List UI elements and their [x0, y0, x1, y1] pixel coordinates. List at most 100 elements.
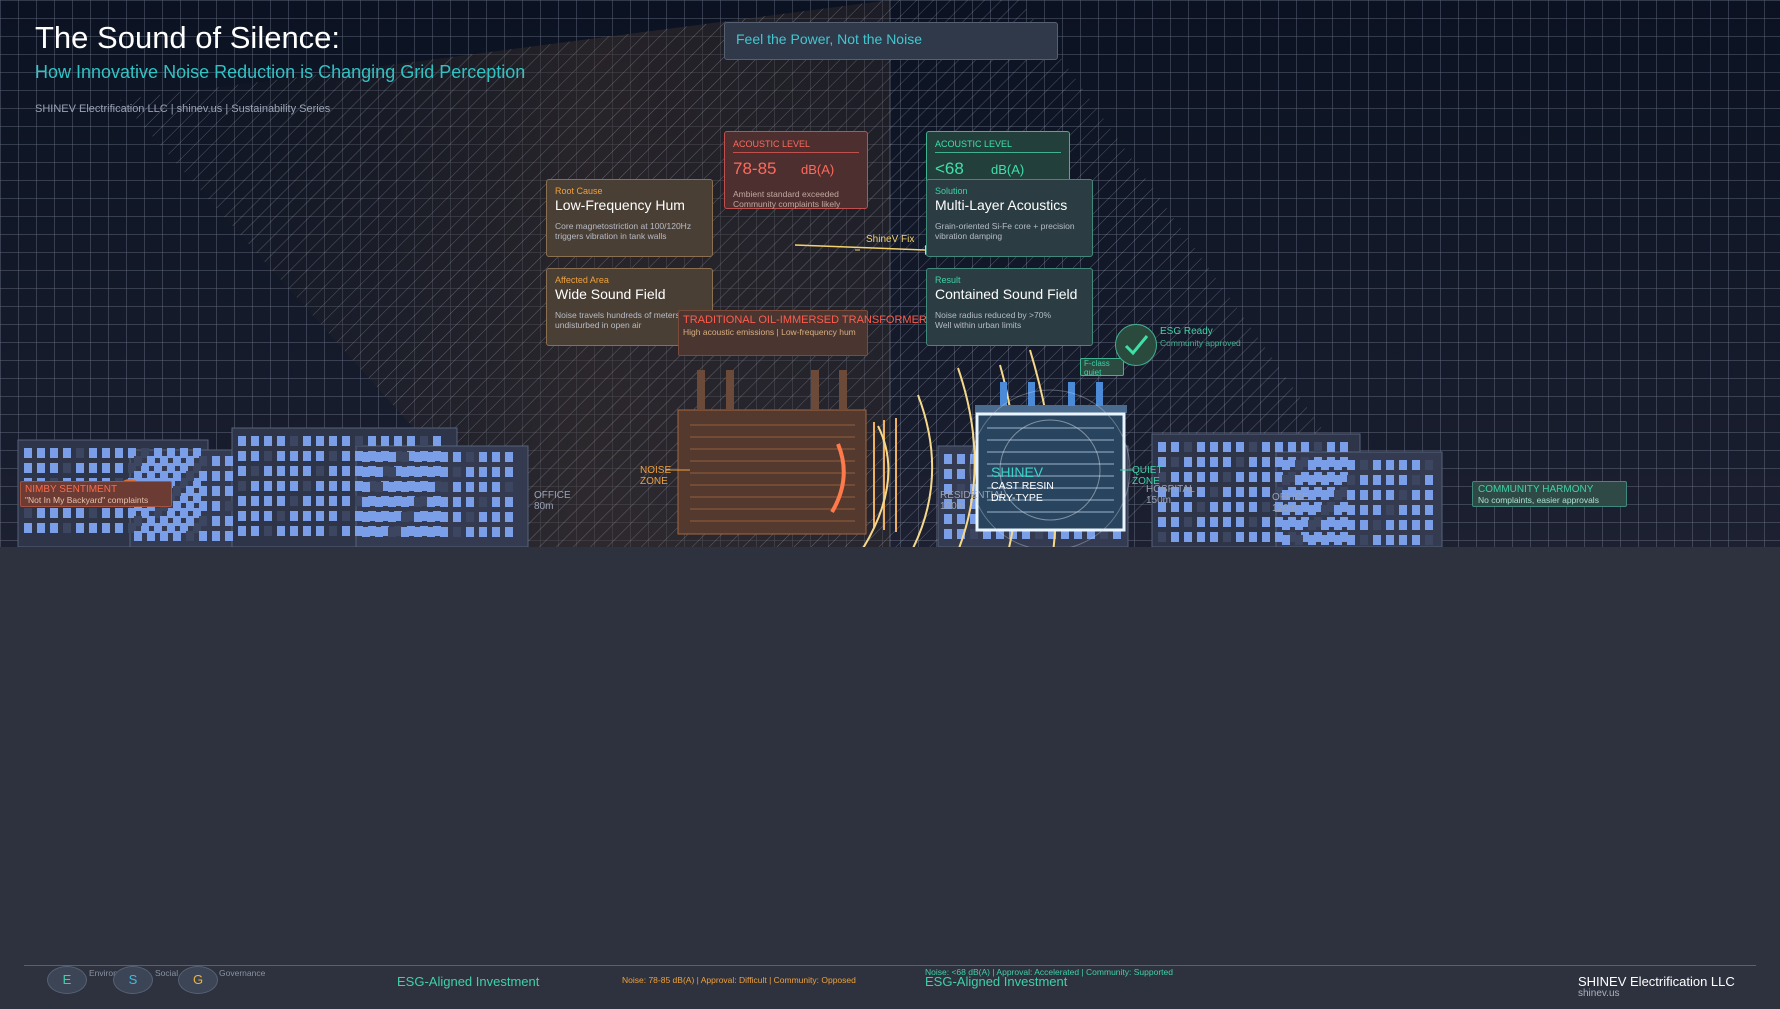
window [1308, 505, 1316, 515]
window [193, 448, 201, 458]
esg-e-badge: E [47, 966, 87, 994]
window [1308, 460, 1316, 470]
window [1262, 442, 1270, 452]
window [1295, 490, 1303, 500]
brand-name: SHINEV Electrification LLC [1578, 974, 1735, 989]
window [50, 523, 58, 533]
window [1399, 490, 1407, 500]
window [193, 478, 201, 488]
quiet-zone-label: QUIET ZONE [1132, 465, 1163, 487]
window [1399, 475, 1407, 485]
window [1340, 457, 1348, 467]
window [1347, 460, 1355, 470]
window [1340, 472, 1348, 482]
window [394, 436, 402, 446]
window [329, 481, 337, 491]
window [1171, 532, 1179, 542]
window [173, 486, 181, 496]
page-subtitle: How Innovative Noise Reduction is Changi… [35, 62, 526, 82]
esg-g-letter: G [192, 972, 204, 987]
window [167, 523, 175, 533]
window [420, 526, 428, 536]
window [479, 452, 487, 462]
window [427, 482, 435, 492]
esg-s-word: Social [155, 968, 179, 978]
window [238, 481, 246, 491]
card-desc: Core magnetostriction at 100/120Hz trigg… [555, 221, 692, 241]
window [199, 456, 207, 466]
window [1236, 472, 1244, 482]
window [505, 467, 513, 477]
window [1386, 490, 1394, 500]
window [466, 482, 474, 492]
window [1184, 457, 1192, 467]
window [316, 436, 324, 446]
window [1327, 487, 1335, 497]
window [1373, 460, 1381, 470]
window [1347, 475, 1355, 485]
window [277, 481, 285, 491]
window [381, 436, 389, 446]
window [167, 448, 175, 458]
window [128, 508, 136, 518]
window [1301, 457, 1309, 467]
window [50, 448, 58, 458]
window [420, 481, 428, 491]
window [316, 496, 324, 506]
window [1275, 532, 1283, 542]
window [1360, 490, 1368, 500]
window [186, 456, 194, 466]
window [368, 511, 376, 521]
window [1360, 460, 1368, 470]
window [63, 463, 71, 473]
window [1184, 532, 1192, 542]
window [1275, 442, 1283, 452]
window [414, 497, 422, 507]
window [466, 452, 474, 462]
window [154, 523, 162, 533]
window [1171, 442, 1179, 452]
window [193, 493, 201, 503]
window [1223, 517, 1231, 527]
window [1282, 460, 1290, 470]
window [453, 497, 461, 507]
window [479, 512, 487, 522]
window [1360, 535, 1368, 545]
window [1262, 502, 1270, 512]
window [420, 451, 428, 461]
investment-right: ESG-Aligned Investment [925, 974, 1068, 989]
window [1412, 505, 1420, 515]
label-office-80m: OFFICE 80m [534, 490, 571, 512]
window [76, 463, 84, 473]
window [1158, 487, 1166, 497]
window [407, 511, 415, 521]
window [264, 451, 272, 461]
window [24, 508, 32, 518]
window [944, 454, 952, 464]
window [1347, 505, 1355, 515]
window [1262, 487, 1270, 497]
window [407, 466, 415, 476]
window [1249, 442, 1257, 452]
esg-s-letter: S [128, 972, 138, 987]
window [303, 436, 311, 446]
esg-check-badge [1115, 324, 1157, 366]
window [427, 527, 435, 537]
window [1327, 517, 1335, 527]
window [134, 531, 142, 541]
window [453, 467, 461, 477]
window [427, 497, 435, 507]
window [1184, 502, 1192, 512]
window [1171, 517, 1179, 527]
window [1210, 502, 1218, 512]
window [1295, 505, 1303, 515]
window [141, 508, 149, 518]
window [1210, 487, 1218, 497]
window [102, 463, 110, 473]
window [1288, 517, 1296, 527]
window [115, 523, 123, 533]
window [1425, 505, 1433, 515]
window [186, 471, 194, 481]
window [180, 508, 188, 518]
window [1236, 442, 1244, 452]
